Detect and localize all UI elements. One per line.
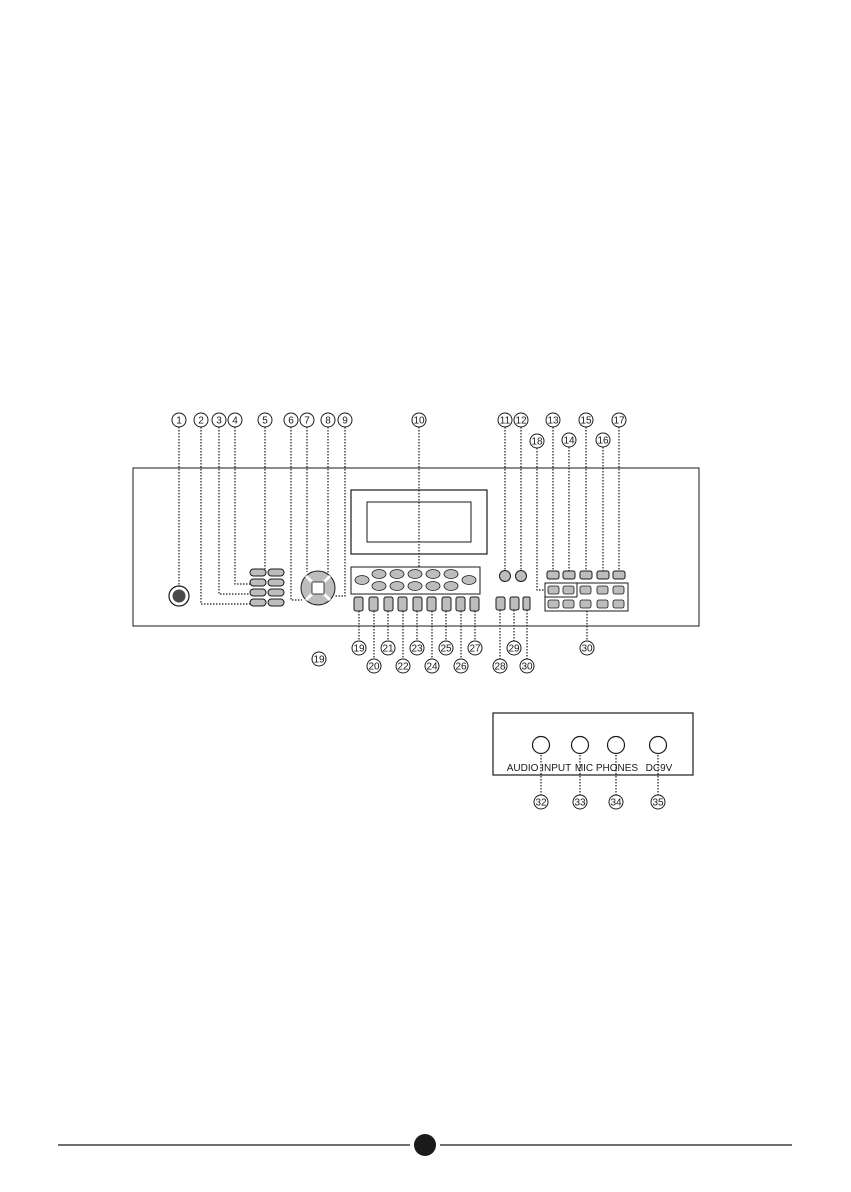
svg-text:28: 28 xyxy=(494,662,506,673)
callout-15: 15 xyxy=(579,413,593,427)
svg-text:27: 27 xyxy=(469,644,481,655)
callout-1: 1 xyxy=(172,413,186,427)
callout-4: 4 xyxy=(228,413,242,427)
callout-21: 21 xyxy=(381,641,395,655)
svg-text:8: 8 xyxy=(325,416,331,427)
svg-text:14: 14 xyxy=(563,436,575,447)
callout-28: 28 xyxy=(493,659,507,673)
callout-27: 27 xyxy=(468,641,482,655)
footer-rule xyxy=(58,1134,792,1156)
svg-text:18: 18 xyxy=(531,437,543,448)
right-button-grid xyxy=(545,583,628,611)
callout-20: 20 xyxy=(367,659,381,673)
svg-text:6: 6 xyxy=(288,416,294,427)
svg-text:1: 1 xyxy=(176,416,182,427)
left-button-stack xyxy=(250,569,284,606)
svg-text:16: 16 xyxy=(597,436,609,447)
lower-button-row xyxy=(354,597,479,611)
svg-text:34: 34 xyxy=(610,798,622,809)
callout-3: 3 xyxy=(212,413,226,427)
svg-text:25: 25 xyxy=(440,644,452,655)
callout-13: 13 xyxy=(546,413,560,427)
svg-text:26: 26 xyxy=(455,662,467,673)
callout-34: 34 xyxy=(609,795,623,809)
right-top-buttons xyxy=(547,571,625,579)
button-bank xyxy=(351,567,480,594)
callout-10: 10 xyxy=(412,413,426,427)
port-label-phones: PHONES xyxy=(596,763,639,774)
direction-pad xyxy=(301,571,335,605)
svg-text:19: 19 xyxy=(353,644,365,655)
callout-2: 2 xyxy=(194,413,208,427)
callout-11: 11 xyxy=(498,413,512,427)
svg-text:21: 21 xyxy=(382,644,394,655)
callout-30-right: 30 xyxy=(580,641,594,655)
svg-text:20: 20 xyxy=(368,662,380,673)
callout-33: 33 xyxy=(573,795,587,809)
small-button-group xyxy=(496,597,530,610)
svg-text:23: 23 xyxy=(411,644,423,655)
svg-text:30: 30 xyxy=(521,662,533,673)
svg-text:29: 29 xyxy=(508,644,520,655)
svg-text:11: 11 xyxy=(500,416,511,427)
svg-text:30: 30 xyxy=(581,644,593,655)
svg-text:10: 10 xyxy=(413,416,425,427)
svg-text:2: 2 xyxy=(198,416,204,427)
svg-text:22: 22 xyxy=(397,662,409,673)
callout-26: 26 xyxy=(454,659,468,673)
page-marker-dot xyxy=(414,1134,436,1156)
callout-16: 16 xyxy=(596,433,610,447)
svg-text:32: 32 xyxy=(535,798,547,809)
svg-text:3: 3 xyxy=(216,416,222,427)
svg-text:33: 33 xyxy=(574,798,586,809)
svg-text:15: 15 xyxy=(580,416,592,427)
callout-9: 9 xyxy=(338,413,352,427)
port-label-mic: MIC xyxy=(575,763,593,774)
callout-32: 32 xyxy=(534,795,548,809)
callout-18: 18 xyxy=(530,434,544,448)
callout-29: 29 xyxy=(507,641,521,655)
svg-text:12: 12 xyxy=(515,416,527,427)
callout-7: 7 xyxy=(300,413,314,427)
round-knobs xyxy=(500,571,527,582)
svg-text:17: 17 xyxy=(613,416,625,427)
callout-30: 30 xyxy=(520,659,534,673)
svg-text:9: 9 xyxy=(342,416,348,427)
callout-19: 19 xyxy=(352,641,366,655)
callout-22: 22 xyxy=(396,659,410,673)
svg-text:7: 7 xyxy=(304,416,310,427)
svg-text:4: 4 xyxy=(232,416,238,427)
port-label-audio-input: AUDIO INPUT xyxy=(507,763,571,774)
callout-23: 23 xyxy=(410,641,424,655)
callout-19-stray: 19 xyxy=(312,652,326,666)
callout-5: 5 xyxy=(258,413,272,427)
callout-35: 35 xyxy=(651,795,665,809)
callout-17: 17 xyxy=(612,413,626,427)
callout-12: 12 xyxy=(514,413,528,427)
svg-text:35: 35 xyxy=(652,798,664,809)
callout-25: 25 xyxy=(439,641,453,655)
callout-6: 6 xyxy=(284,413,298,427)
svg-text:24: 24 xyxy=(426,662,438,673)
svg-text:5: 5 xyxy=(262,416,268,427)
callout-14: 14 xyxy=(562,433,576,447)
power-knob xyxy=(169,586,189,606)
svg-text:19: 19 xyxy=(313,655,325,666)
callout-24: 24 xyxy=(425,659,439,673)
svg-text:13: 13 xyxy=(547,416,559,427)
port-label-dc9v: DC9V xyxy=(646,763,673,774)
rear-panel-jacks xyxy=(533,737,667,754)
callout-8: 8 xyxy=(321,413,335,427)
